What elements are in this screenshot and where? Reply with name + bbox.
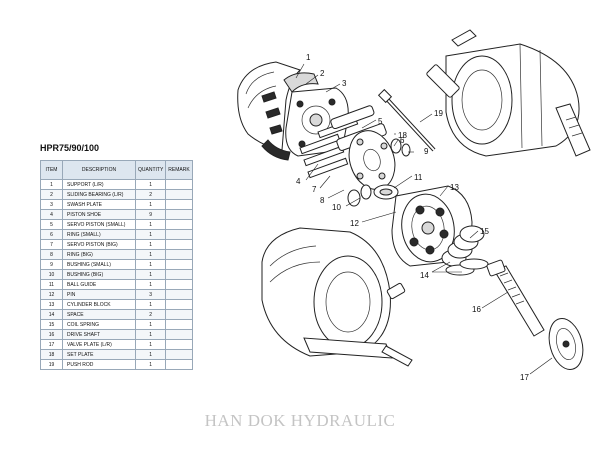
callout-15: 15 <box>480 227 489 236</box>
company-watermark: HAN DOK HYDRAULIC <box>204 411 396 430</box>
callout-8: 8 <box>320 196 325 205</box>
model-title: HPR75/90/100 <box>40 143 100 153</box>
callout-13: 13 <box>450 183 459 192</box>
set-plate-part <box>348 130 396 190</box>
callout-18: 18 <box>398 131 407 140</box>
callout-7: 7 <box>312 185 317 194</box>
callout-1: 1 <box>306 53 311 62</box>
callout-labels: 1 2 3 4 5 6 7 8 9 10 11 12 13 14 15 16 1… <box>296 53 529 382</box>
column-header-description: DESCRIPTION <box>62 160 136 180</box>
push-rod-part <box>377 88 436 152</box>
callout-9: 9 <box>424 147 429 156</box>
support-part <box>237 61 301 151</box>
callout-6: 6 <box>400 136 405 145</box>
callout-5: 5 <box>378 117 383 126</box>
valve-plate-part <box>548 318 584 370</box>
callout-14: 14 <box>420 271 429 280</box>
assembled-pump-top <box>426 29 591 157</box>
column-header-item: ITEM <box>40 160 63 180</box>
assembled-pump-bottom <box>261 227 413 367</box>
callout-3: 3 <box>342 79 347 88</box>
column-header-remark: REMARK <box>165 160 193 180</box>
callout-19: 19 <box>434 109 443 118</box>
table-header-row: ITEM DESCRIPTION QUANTITY REMARK <box>40 160 193 180</box>
callout-2: 2 <box>320 69 325 78</box>
spring-and-spacers-parts <box>441 225 489 276</box>
sliding-bearing-part <box>261 72 319 161</box>
callout-17: 17 <box>520 373 529 382</box>
cell-remark <box>165 359 193 370</box>
rings-and-bushings-parts <box>347 138 411 207</box>
ball-guide-part <box>373 184 399 200</box>
callout-10: 10 <box>332 203 341 212</box>
callout-11: 11 <box>414 173 423 182</box>
drive-shaft-part <box>486 259 545 337</box>
callout-12: 12 <box>350 219 359 228</box>
callout-16: 16 <box>472 305 481 314</box>
callout-4: 4 <box>296 177 301 186</box>
leader-lines <box>295 63 553 375</box>
